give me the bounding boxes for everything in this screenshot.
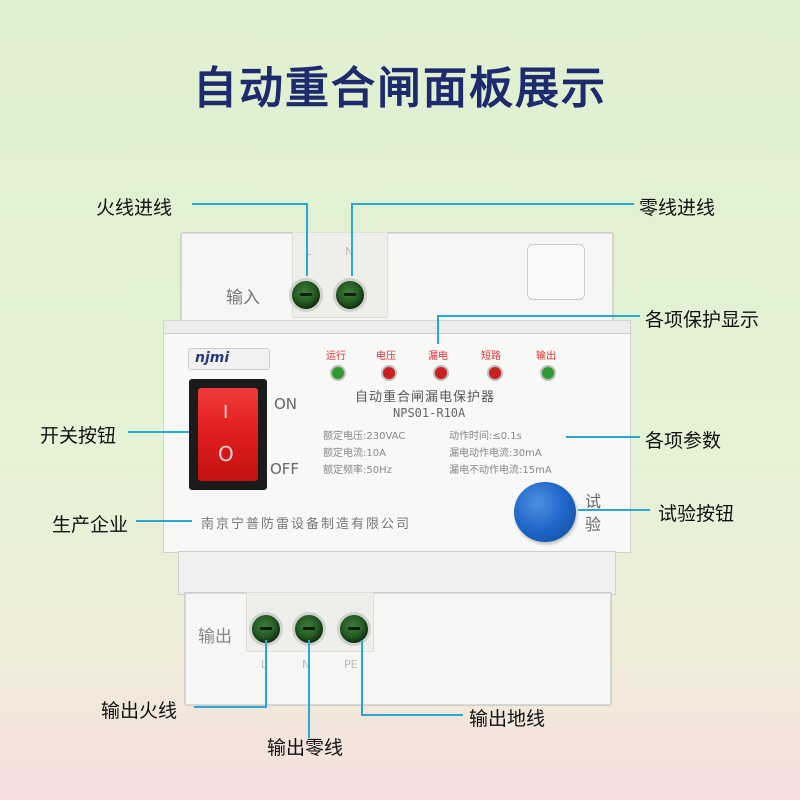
company-name: 南京宁普防雷设备制造有限公司 — [201, 517, 412, 532]
leader-neutral-in — [351, 203, 634, 276]
callout-test-button: 试验按钮 — [658, 503, 735, 525]
brand-logo-text: njmi — [195, 350, 230, 366]
output-terminal-label-pe: PE — [344, 658, 358, 671]
output-label: 输出 — [198, 627, 232, 647]
input-label: 输入 — [226, 288, 260, 308]
callout-live-out: 输出火线 — [101, 700, 178, 722]
input-neutral-terminal[interactable] — [333, 278, 367, 312]
output-terminal-label-l: L — [261, 658, 268, 671]
rocker-switch-cap[interactable]: I O — [198, 388, 258, 481]
led-voltage — [381, 365, 397, 381]
callout-ground-out: 输出地线 — [469, 708, 546, 730]
led-run — [330, 365, 346, 381]
input-terminal-label-l: L — [305, 245, 312, 258]
input-terminal-label-n: N — [345, 245, 354, 258]
label-window — [527, 244, 585, 300]
switch-on-symbol: I — [223, 402, 229, 423]
led-output — [540, 365, 556, 381]
led-label-output: 输出 — [536, 351, 556, 362]
callout-neutral-out: 输出零线 — [267, 737, 344, 759]
callout-live-in: 火线进线 — [96, 197, 173, 219]
callout-parameters: 各项参数 — [645, 430, 722, 452]
led-label-voltage: 电压 — [376, 351, 396, 362]
lower-step — [178, 551, 616, 595]
test-button[interactable] — [514, 482, 576, 542]
switch-off-label: OFF — [270, 460, 300, 478]
param-no-trip-current: 漏电不动作电流:15mA — [449, 465, 552, 476]
input-live-terminal[interactable] — [289, 278, 323, 312]
led-label-run: 运行 — [326, 351, 346, 362]
param-rated-frequency: 额定频率:50Hz — [323, 465, 392, 476]
output-terminal-label-n: N — [302, 658, 311, 671]
callout-switch-button: 开关按钮 — [40, 425, 117, 447]
param-trip-time: 动作时间:≤0.1s — [449, 431, 522, 442]
leader-protection-display — [437, 315, 640, 344]
param-rated-current: 额定电流:10A — [323, 448, 386, 459]
callout-neutral-in: 零线进线 — [639, 197, 716, 219]
product-name: 自动重合闸漏电保护器 — [355, 390, 496, 405]
switch-on-label: ON — [274, 395, 298, 413]
leader-live-in — [192, 203, 308, 276]
led-label-leakage: 漏电 — [428, 351, 448, 362]
callout-protection-display: 各项保护显示 — [645, 309, 760, 331]
model-number: NPS01-R10A — [393, 406, 466, 420]
brand-logo: njmi — [188, 348, 270, 370]
switch-off-symbol: O — [218, 442, 234, 466]
leader-live-out — [194, 640, 267, 708]
page-title: 自动重合闸面板展示 — [193, 63, 607, 114]
led-short — [487, 365, 503, 381]
test-label-bottom: 验 — [585, 515, 602, 534]
param-rated-voltage: 额定电压:230VAC — [323, 431, 406, 442]
callout-manufacturer: 生产企业 — [52, 514, 129, 536]
test-label-top: 试 — [585, 492, 602, 511]
led-label-short: 短路 — [481, 351, 501, 362]
param-trip-current: 漏电动作电流:30mA — [449, 448, 542, 459]
output-ground-terminal[interactable] — [337, 612, 371, 646]
rocker-switch[interactable]: I O — [189, 379, 267, 490]
led-leakage — [433, 365, 449, 381]
leader-ground-out — [361, 640, 463, 716]
